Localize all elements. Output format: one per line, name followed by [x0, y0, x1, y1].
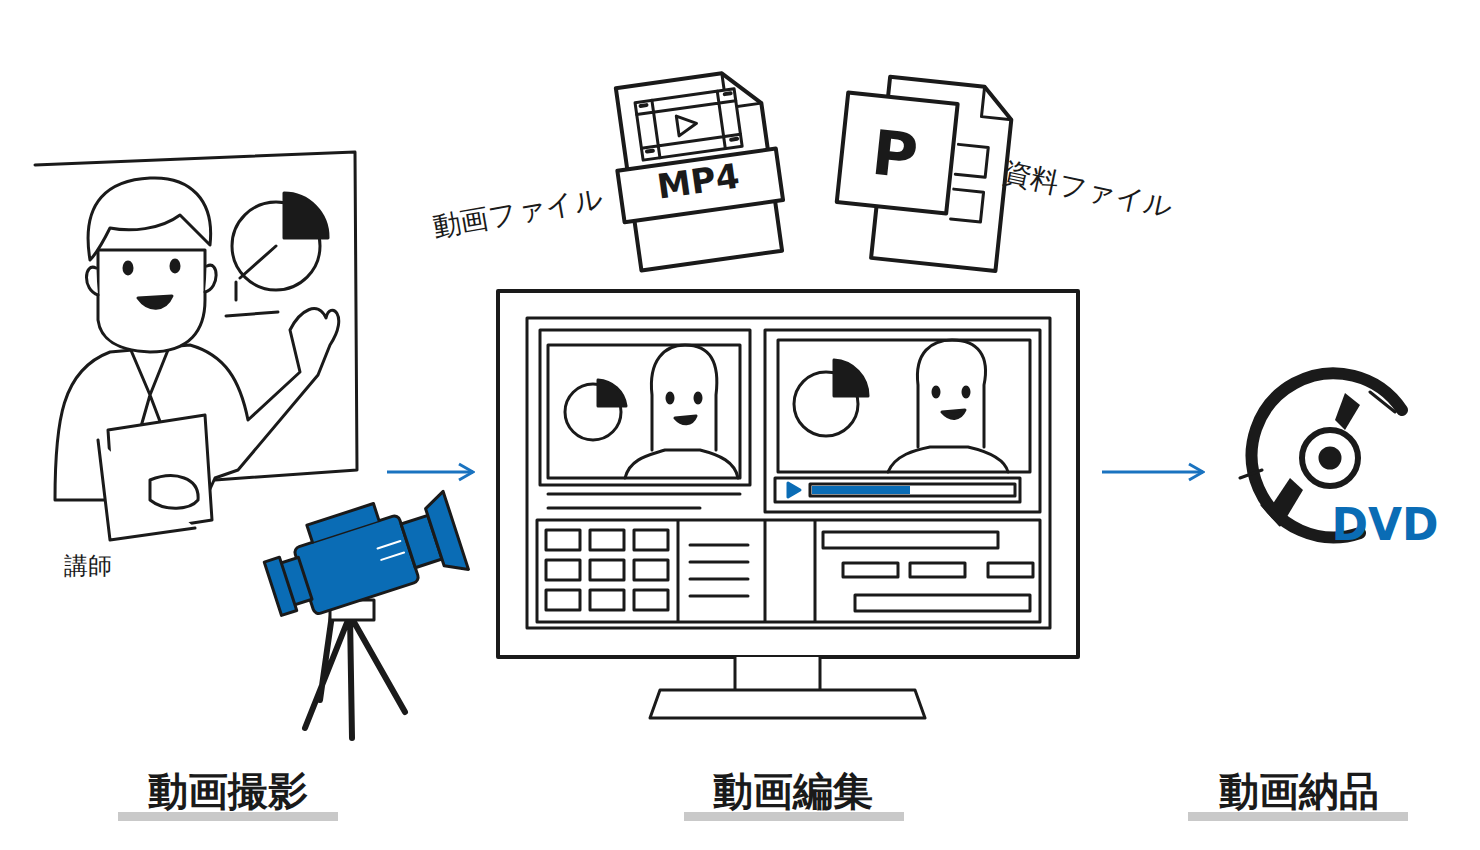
mp4-file-icon-part [676, 113, 698, 135]
monitor-part [788, 483, 800, 497]
monitor-part [540, 330, 750, 485]
dvd-disc-part [1335, 393, 1360, 430]
illustration-part [35, 67, 1408, 821]
monitor-part [933, 387, 939, 397]
dvd-disc-part [1270, 478, 1303, 520]
mp4-file-icon-part [617, 149, 783, 223]
video-camera-part-part [422, 491, 468, 576]
monitor-part [765, 330, 1040, 512]
slide-file-icon-part [951, 144, 989, 222]
monitor-part [988, 563, 1033, 577]
monitor-part [812, 486, 910, 494]
mp4-file-icon-part [635, 89, 742, 160]
thumbnail-grid-part [634, 530, 668, 550]
slide-file-icon [831, 73, 1014, 271]
video-camera [257, 482, 468, 738]
monitor-part [823, 532, 998, 548]
monitor-part [667, 393, 673, 403]
stage-region: 動画編集 [485, 285, 1090, 840]
monitor-part [810, 484, 1015, 496]
monitor-part [888, 447, 1008, 472]
flow-arrow [387, 471, 473, 474]
slide-file-icon-part [837, 93, 958, 214]
lecturer-figure [55, 178, 339, 540]
video-camera-part [257, 482, 468, 629]
video-camera-part-part [378, 541, 405, 560]
dvd-disc-part [1320, 448, 1340, 468]
thumbnail-grid-part [634, 590, 668, 610]
thumbnail-grid-part [546, 530, 580, 550]
mp4-file-icon [606, 67, 790, 271]
stage-caption: 動画納品 [1219, 768, 1379, 814]
person-label: 講師 [64, 553, 112, 579]
lecturer-figure-part [138, 296, 172, 308]
file-type-letter: P [869, 119, 921, 192]
monitor-part [625, 450, 738, 478]
monitor-part [695, 393, 701, 403]
thumbnail-grid-part [590, 530, 624, 550]
video-camera-part-part [264, 557, 297, 615]
monitor-part [598, 380, 626, 406]
thumbnail-grid-part [590, 560, 624, 580]
monitor-part [963, 387, 969, 397]
monitor-part [855, 595, 1030, 611]
mp4-file-icon-part [635, 89, 742, 160]
mp4-file-icon-part [641, 93, 738, 151]
flow-arrow [1102, 471, 1203, 474]
monitor-part [910, 563, 965, 577]
video-camera-part-part [307, 504, 379, 543]
monitor-part [548, 494, 740, 508]
lecturer-figure-part [87, 265, 217, 295]
thumbnail-grid-part [634, 560, 668, 580]
lecturer-figure-part [88, 178, 211, 260]
thumbnail-grid-part [546, 590, 580, 610]
disc-type-text: DVD [1331, 501, 1438, 549]
monitor-part [942, 410, 965, 419]
monitor-part [498, 291, 1078, 657]
thumbnail-grid [546, 530, 668, 610]
monitor-part [650, 657, 925, 718]
monitor-part [775, 478, 1020, 502]
slide-file-icon-part [981, 87, 1014, 120]
stage-caption: 動画撮影 [148, 768, 308, 814]
monitor-part [537, 520, 1040, 622]
stage-region: 動画納品 [1215, 365, 1450, 840]
file-label: 資料ファイル [1001, 157, 1176, 223]
file-type-text: MP4 [655, 158, 742, 206]
stage-caption: 動画編集 [713, 768, 873, 814]
monitor-part [548, 345, 740, 478]
monitor-part [834, 360, 868, 396]
video-camera-part [305, 615, 405, 738]
monitor [498, 291, 1078, 718]
stage-region: 動画撮影 [30, 150, 375, 840]
lecturer-figure-part [171, 260, 179, 272]
monitor-part [651, 345, 716, 450]
presentation-board-part [226, 246, 278, 316]
monitor-part [778, 340, 1030, 472]
thumbnail-grid-part [590, 590, 624, 610]
mp4-file-icon-part [616, 68, 782, 270]
file-label: 動画ファイル [431, 183, 606, 243]
presentation-board-part [284, 193, 328, 238]
thumbnail-grid-part [546, 560, 580, 580]
monitor-part [917, 340, 985, 447]
monitor-part [843, 563, 898, 577]
monitor-part [675, 416, 696, 424]
text-lines [690, 545, 748, 596]
monitor-part [527, 318, 1050, 628]
lecturer-figure-part [124, 262, 132, 274]
dvd-disc-part [1302, 430, 1358, 486]
lecturer-figure-part [150, 476, 198, 509]
lecturer-figure-part [98, 250, 205, 352]
